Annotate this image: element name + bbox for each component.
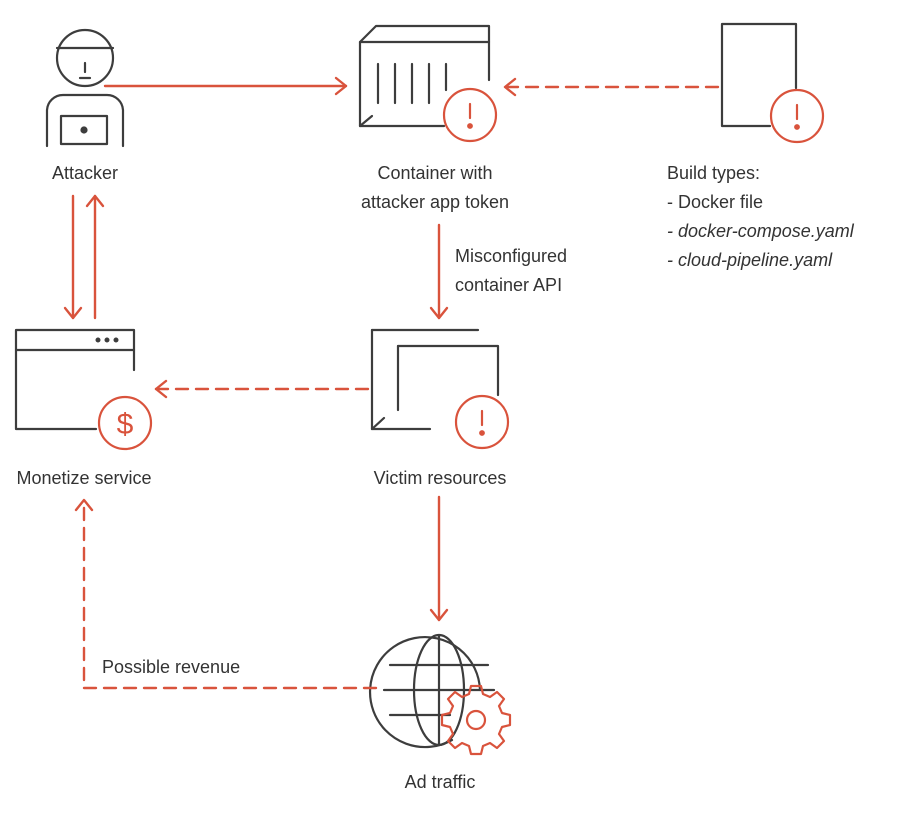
edge-attacker-to-container bbox=[103, 76, 348, 96]
stacked-documents-icon bbox=[370, 328, 500, 431]
victim-warning-badge-icon bbox=[454, 394, 510, 450]
build-warning-badge-icon bbox=[769, 88, 825, 144]
globe-icon bbox=[368, 633, 496, 749]
build-file-icon bbox=[720, 22, 798, 128]
dollar-sign: $ bbox=[117, 408, 134, 441]
edge-attacker-to-monetize bbox=[63, 194, 83, 320]
ad-traffic-label: Ad traffic bbox=[404, 772, 476, 792]
misconfigured-api-label-line2: container API bbox=[455, 275, 563, 295]
browser-window-icon bbox=[14, 328, 136, 431]
edge-victim-to-ad-traffic bbox=[429, 495, 449, 622]
build-types-title: Build types: bbox=[667, 163, 761, 183]
attacker-label: Attacker bbox=[51, 163, 119, 183]
attacker-icon bbox=[45, 28, 125, 148]
container-label-line1: Container with bbox=[377, 163, 493, 183]
edge-ad-traffic-to-monetize bbox=[74, 498, 378, 690]
victim-resources-label: Victim resources bbox=[373, 468, 507, 488]
build-type-item: - docker-compose.yaml bbox=[667, 221, 854, 241]
possible-revenue-label: Possible revenue bbox=[102, 657, 241, 677]
edge-container-to-victim bbox=[429, 223, 449, 320]
misconfigured-api-label-line1: Misconfigured bbox=[455, 246, 568, 266]
edge-monetize-to-attacker bbox=[85, 194, 105, 320]
edge-victim-to-monetize bbox=[154, 379, 370, 399]
build-type-item: - Docker file bbox=[667, 192, 764, 212]
gear-icon bbox=[440, 684, 512, 756]
container-icon bbox=[358, 24, 491, 128]
monetize-service-label: Monetize service bbox=[16, 468, 152, 488]
edge-build-to-container bbox=[503, 77, 720, 97]
container-label-line2: attacker app token bbox=[360, 192, 510, 212]
container-warning-badge-icon bbox=[442, 87, 498, 143]
build-type-item: - cloud-pipeline.yaml bbox=[667, 250, 833, 270]
dollar-badge-icon bbox=[97, 395, 153, 451]
